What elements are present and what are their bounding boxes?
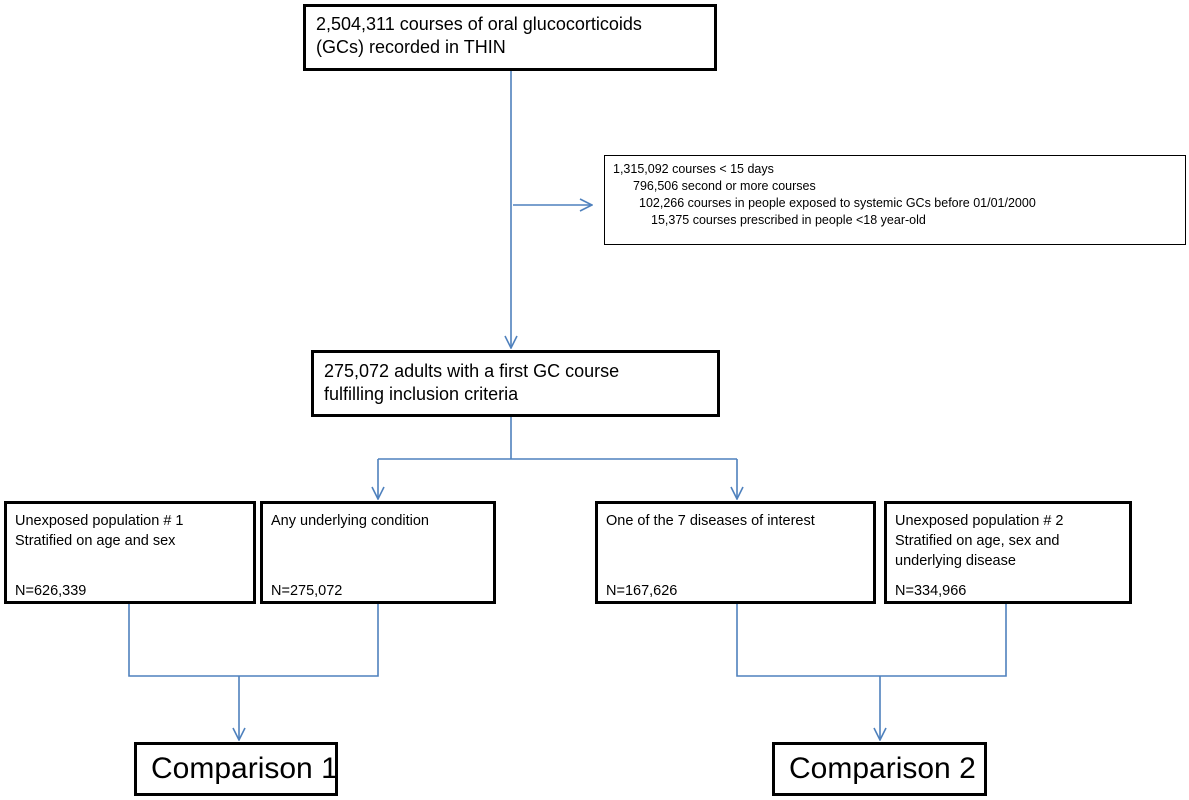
unexposed-1-title: Unexposed population # 1 [15,513,184,529]
any-condition-count: N=275,072 [271,583,343,599]
included-adults-box: 275,072 adults with a first GC course fu… [311,350,720,417]
unexposed-1-count: N=626,339 [15,583,87,599]
total-courses-line-2: (GCs) recorded in THIN [316,37,506,57]
comparison-2-box: Comparison 2 [772,742,987,796]
exclusions-box: 1,315,092 courses < 15 days 796,506 seco… [604,155,1186,245]
unexposed-1-stratification: Stratified on age and sex [15,533,176,549]
unexposed-2-stratification-2: underlying disease [895,553,1016,569]
unexposed-2-title: Unexposed population # 2 [895,513,1064,529]
total-courses-box: 2,504,311 courses of oral glucocorticoid… [303,4,717,71]
connector-bracket-comparison1 [128,604,379,677]
included-adults-line-1: 275,072 adults with a first GC course [324,361,620,381]
exclusion-prior-exposure: 102,266 courses in people exposed to sys… [639,196,1036,210]
diseases-of-interest-count: N=167,626 [606,583,678,599]
exclusion-second-courses: 796,506 second or more courses [633,179,816,193]
comparison-2-label: Comparison 2 [789,752,976,785]
exclusion-minors: 15,375 courses prescribed in people <18 … [651,213,926,227]
diseases-of-interest-title: One of the 7 diseases of interest [606,513,815,529]
comparison-1-box: Comparison 1 [134,742,338,796]
unexposed-2-stratification-1: Stratified on age, sex and [895,533,1060,549]
diseases-of-interest-box: One of the 7 diseases of interest N=167,… [595,501,876,604]
exclusion-short-courses: 1,315,092 courses < 15 days [613,162,774,176]
unexposed-population-1-box: Unexposed population # 1 Stratified on a… [4,501,256,604]
comparison-1-label: Comparison 1 [151,752,338,785]
any-condition-box: Any underlying condition N=275,072 [260,501,496,604]
unexposed-population-2-box: Unexposed population # 2 Stratified on a… [884,501,1132,604]
total-courses-line-1: 2,504,311 courses of oral glucocorticoid… [316,14,642,34]
unexposed-2-count: N=334,966 [895,583,967,599]
included-adults-line-2: fulfilling inclusion criteria [324,384,519,404]
connector-bracket-comparison2 [736,604,1007,677]
any-condition-title: Any underlying condition [271,513,429,529]
